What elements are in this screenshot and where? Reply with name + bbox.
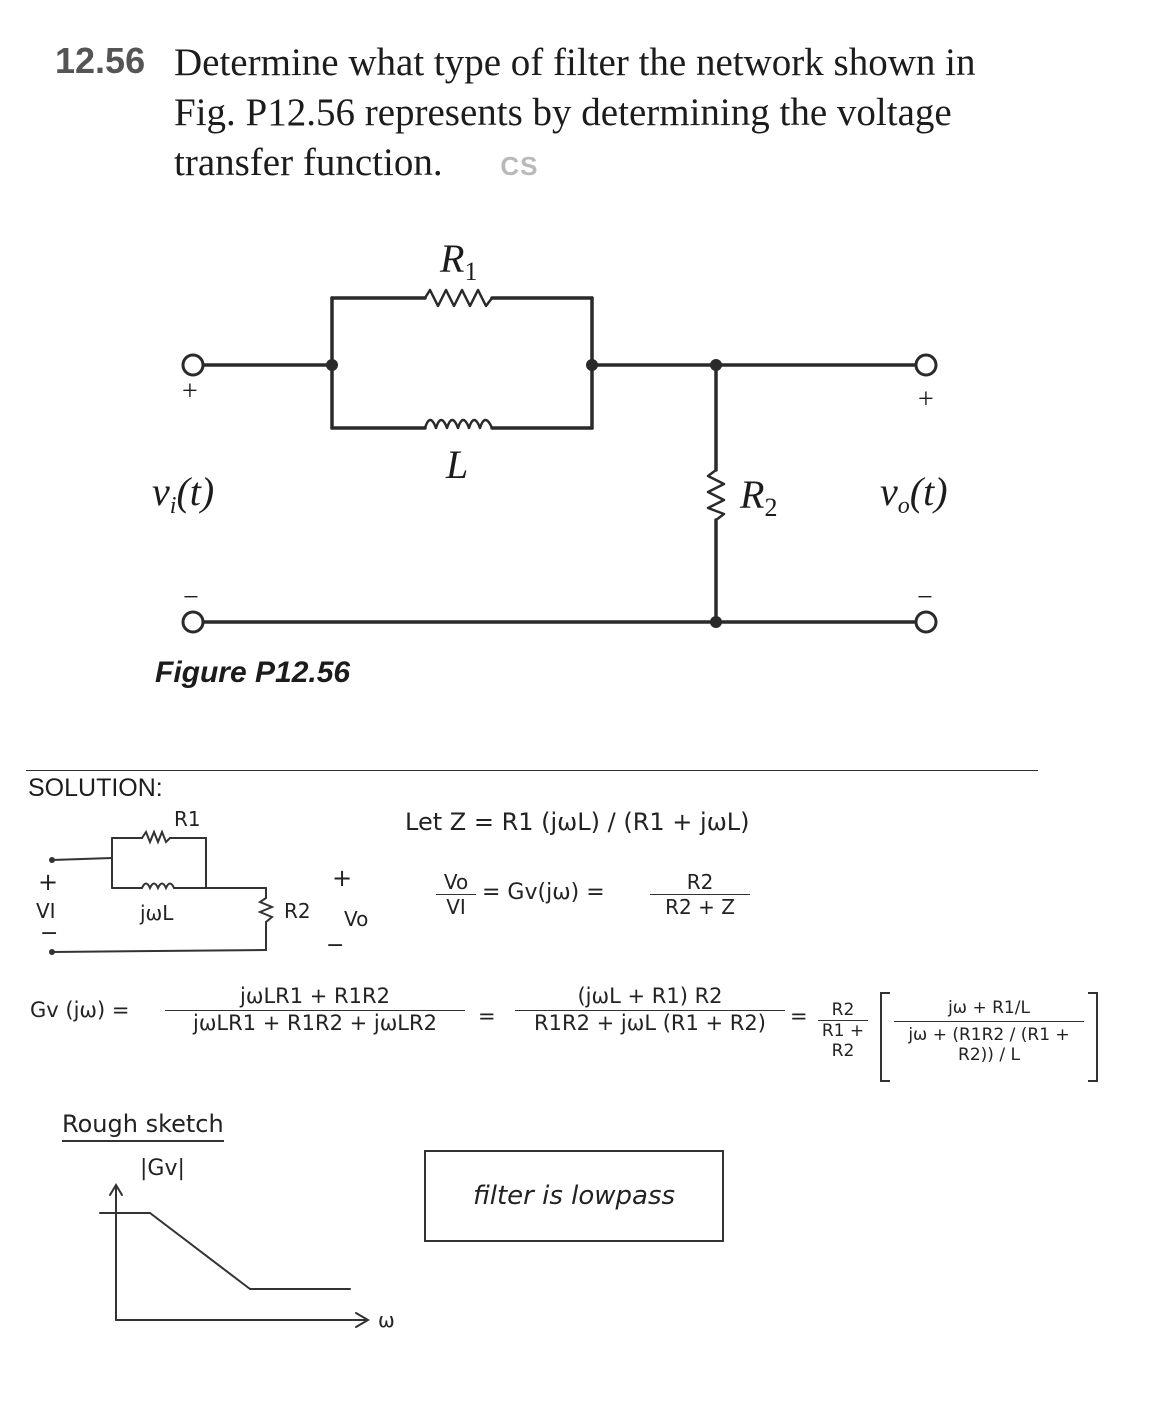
fraction-1-num: jωLR1 + R1R2 <box>165 984 465 1011</box>
sketch-label-jwl: jωL <box>139 901 174 925</box>
problem-line-2: Fig. P12.56 represents by determining th… <box>174 91 952 134</box>
solution-circuit-sketch: R1 jωL R2 + VI − + Vo − <box>36 807 368 958</box>
problem-statement: Determine what type of filter the networ… <box>174 38 1074 191</box>
label-vo: vo(t) <box>880 469 948 519</box>
problem-line-1: Determine what type of filter the networ… <box>174 41 976 84</box>
problem-number: 12.56 <box>55 40 146 81</box>
junction-dot <box>710 359 722 371</box>
fraction-3-num: jω + R1/L <box>894 998 1084 1022</box>
resistor-r2 <box>706 468 726 522</box>
gv-label: Gv (jω) = <box>30 998 130 1022</box>
sketch-label-r2: R2 <box>284 899 311 923</box>
fraction-2-den: R1R2 + jωL (R1 + R2) <box>534 1011 766 1035</box>
bracket-mask <box>890 990 1088 1086</box>
fraction-2: (jωL + R1) R2 R1R2 + jωL (R1 + R2) <box>515 984 785 1035</box>
magnitude-sketch: ω <box>99 1183 395 1332</box>
plus-in: + <box>182 376 198 407</box>
sketch-label-r1: R1 <box>174 807 201 831</box>
sketch-minus-in: − <box>40 921 58 946</box>
fraction-2-num: (jωL + R1) R2 <box>515 984 785 1011</box>
solution-divider <box>26 770 1038 771</box>
junction-dot <box>586 359 598 371</box>
sketch-label-vi: VI <box>36 899 56 923</box>
gv-equals: = Gv(jω) = <box>482 880 605 905</box>
terminal-in-top <box>181 353 205 377</box>
label-r1: R1 <box>439 236 477 286</box>
junction-dot <box>326 359 338 371</box>
sketch-plus-out: + <box>332 864 352 892</box>
fraction-3-prefactor-den: R1 + R2 <box>821 1021 865 1061</box>
resistor-r1 <box>423 288 494 308</box>
ratio-denominator: VI <box>446 895 466 919</box>
sketch-label-vo: Vo <box>344 907 368 931</box>
terminal-out-top <box>914 353 938 377</box>
problem-line-3: transfer function. CS <box>174 138 1074 191</box>
r2-fraction: R2 R2 + Z <box>650 870 750 919</box>
label-r2: R2 <box>739 472 777 522</box>
conclusion-box: filter is lowpass <box>424 1150 724 1242</box>
gv-magnitude-label: |Gv| <box>140 1156 185 1181</box>
let-z-equation: Let Z = R1 (jωL) / (R1 + jωL) <box>405 808 750 836</box>
figure-caption: Figure P12.56 <box>155 656 351 689</box>
sketch-curve-rolloff <box>149 1212 251 1290</box>
fraction-1-den: jωLR1 + R1R2 + jωLR2 <box>193 1011 437 1035</box>
minus-in: − <box>183 582 199 613</box>
sketch-x-arrow <box>355 1312 370 1328</box>
circuit-figure: R1 L R2 vi(t) vo(t) + + − − <box>152 236 948 634</box>
cs-badge: CS <box>500 151 539 181</box>
r2-fraction-den: R2 + Z <box>665 895 735 919</box>
equals-2: = <box>790 1004 808 1028</box>
sketch-plus-in: + <box>38 868 58 896</box>
conclusion-text: filter is lowpass <box>472 1181 676 1211</box>
fraction-3: jω + R1/L jω + (R1R2 / (R1 + R2)) / L <box>894 998 1084 1065</box>
fraction-3-prefactor-num: R2 <box>818 1000 868 1021</box>
junction-dot <box>710 616 722 628</box>
omega-label: ω <box>378 1308 395 1332</box>
plus-out: + <box>918 384 934 415</box>
label-l: L <box>445 442 468 487</box>
ratio-numerator: Vo <box>436 870 476 895</box>
fraction-3-prefactor: R2 R1 + R2 <box>818 1000 868 1061</box>
minus-out: − <box>917 582 933 613</box>
inductor-l <box>423 418 494 430</box>
sketch-minus-out: − <box>326 933 344 958</box>
label-vi: vi(t) <box>152 469 214 519</box>
equals-1: = <box>478 1004 496 1028</box>
r2-fraction-num: R2 <box>650 870 750 895</box>
problem-line-3-text: transfer function. <box>174 141 443 184</box>
ratio-vo-vi: Vo VI <box>436 870 476 919</box>
terminal-in-bottom <box>181 610 205 634</box>
fraction-3-den: jω + (R1R2 / (R1 + R2)) / L <box>908 1025 1070 1065</box>
sketch-y-arrow <box>109 1183 123 1196</box>
rough-sketch-title: Rough sketch <box>62 1110 224 1142</box>
fraction-1: jωLR1 + R1R2 jωLR1 + R1R2 + jωLR2 <box>165 984 465 1035</box>
solution-heading: SOLUTION: <box>28 774 163 802</box>
terminal-out-bottom <box>914 610 938 634</box>
